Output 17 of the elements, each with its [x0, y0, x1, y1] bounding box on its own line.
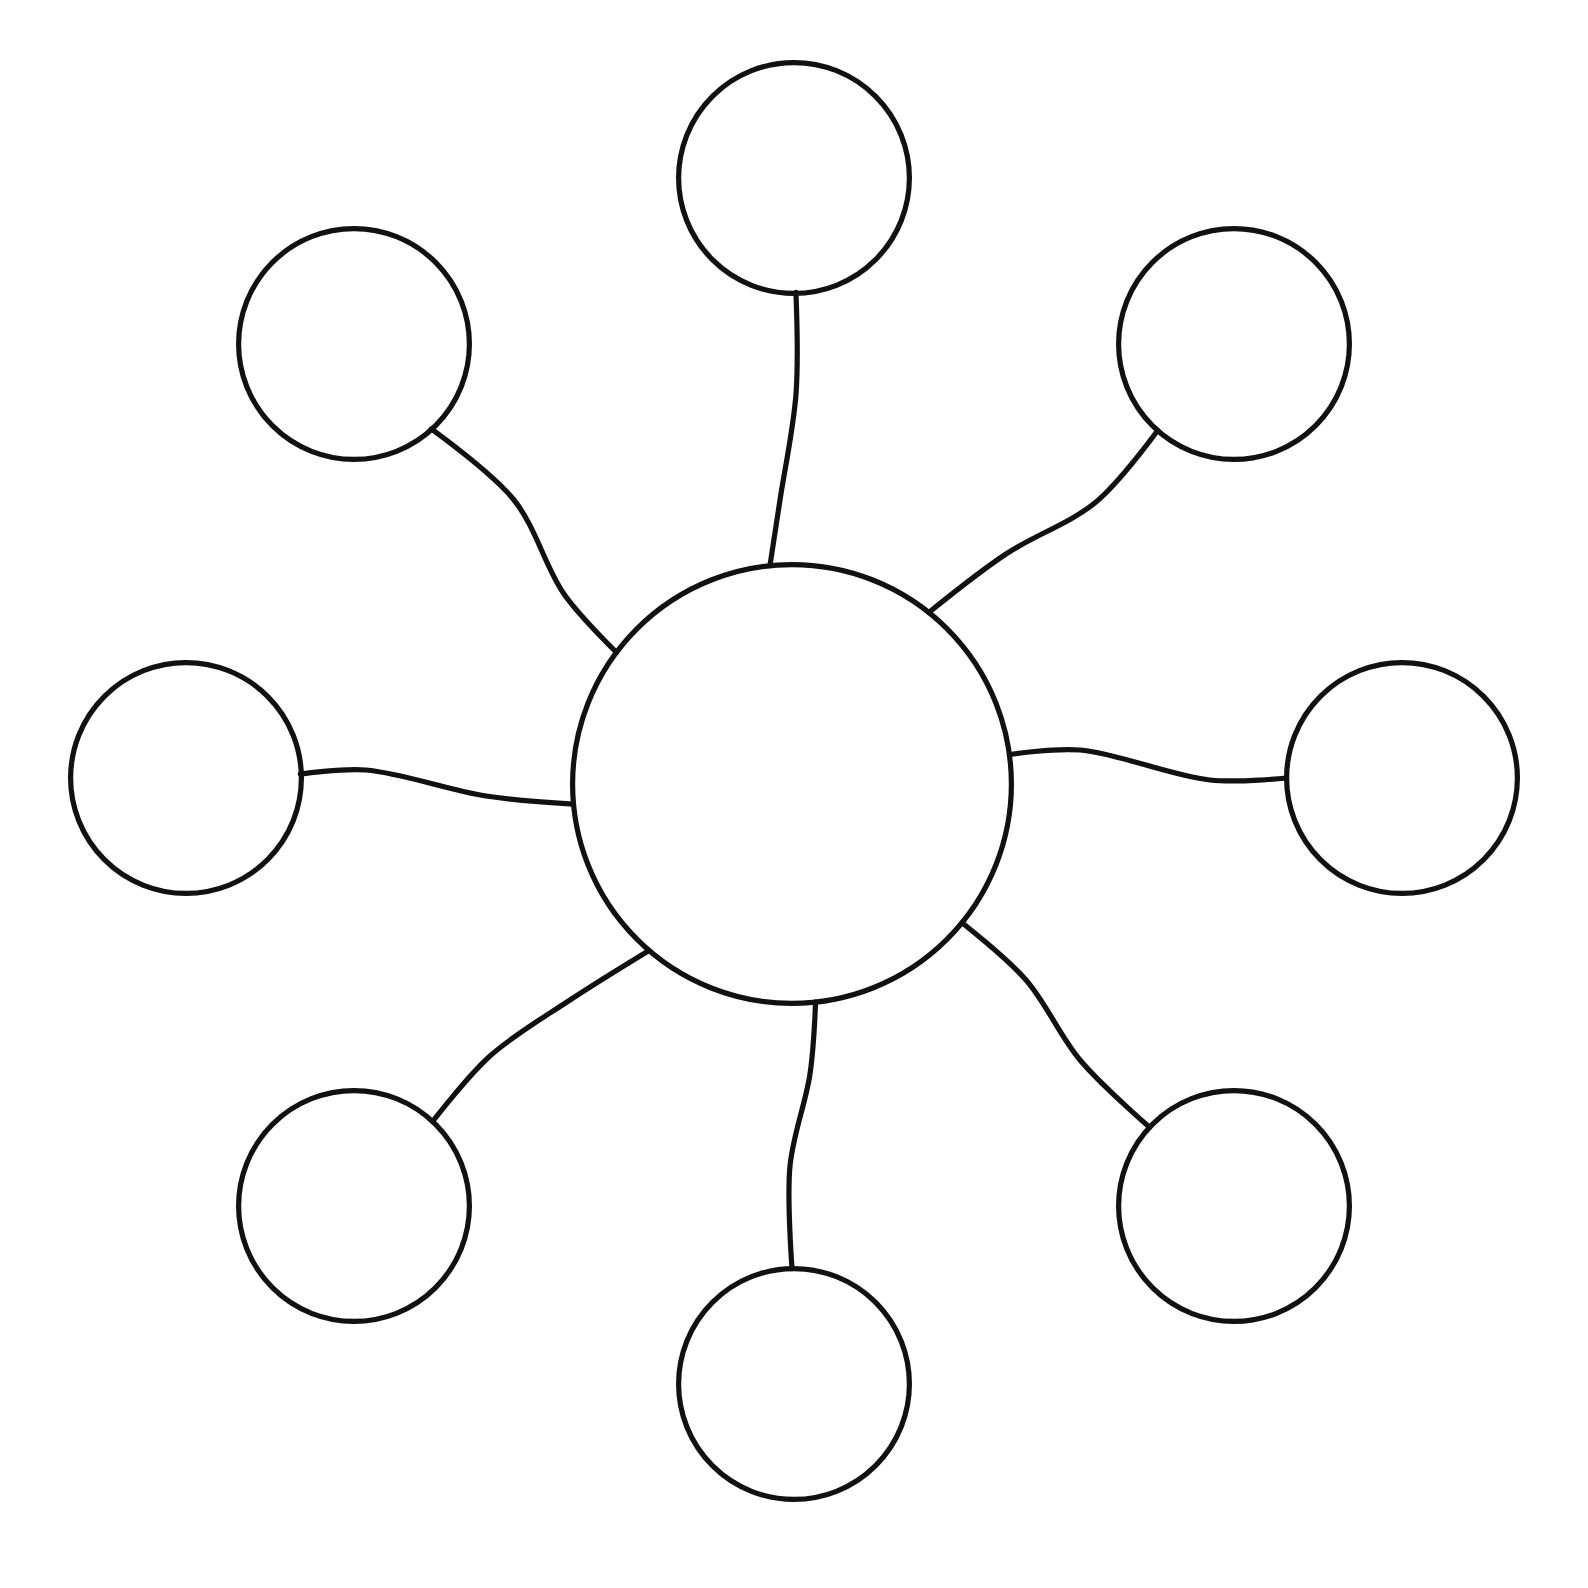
circle-node	[1116, 1088, 1352, 1324]
connector-line	[767, 289, 800, 569]
circle-node	[67, 660, 303, 896]
circle-node	[235, 226, 471, 462]
circle-node	[676, 59, 912, 295]
connector-line	[786, 999, 819, 1272]
connector-line	[430, 947, 652, 1125]
circle-node	[1116, 226, 1352, 462]
connector-line	[926, 427, 1161, 616]
circle-node	[1284, 660, 1520, 896]
connector-line	[1006, 747, 1290, 784]
circle-node	[236, 1088, 472, 1324]
connector-line	[428, 426, 620, 655]
connector-line	[297, 767, 577, 807]
connector-line	[959, 920, 1153, 1130]
circle-node	[676, 1266, 912, 1502]
circle-node	[570, 562, 1014, 1006]
